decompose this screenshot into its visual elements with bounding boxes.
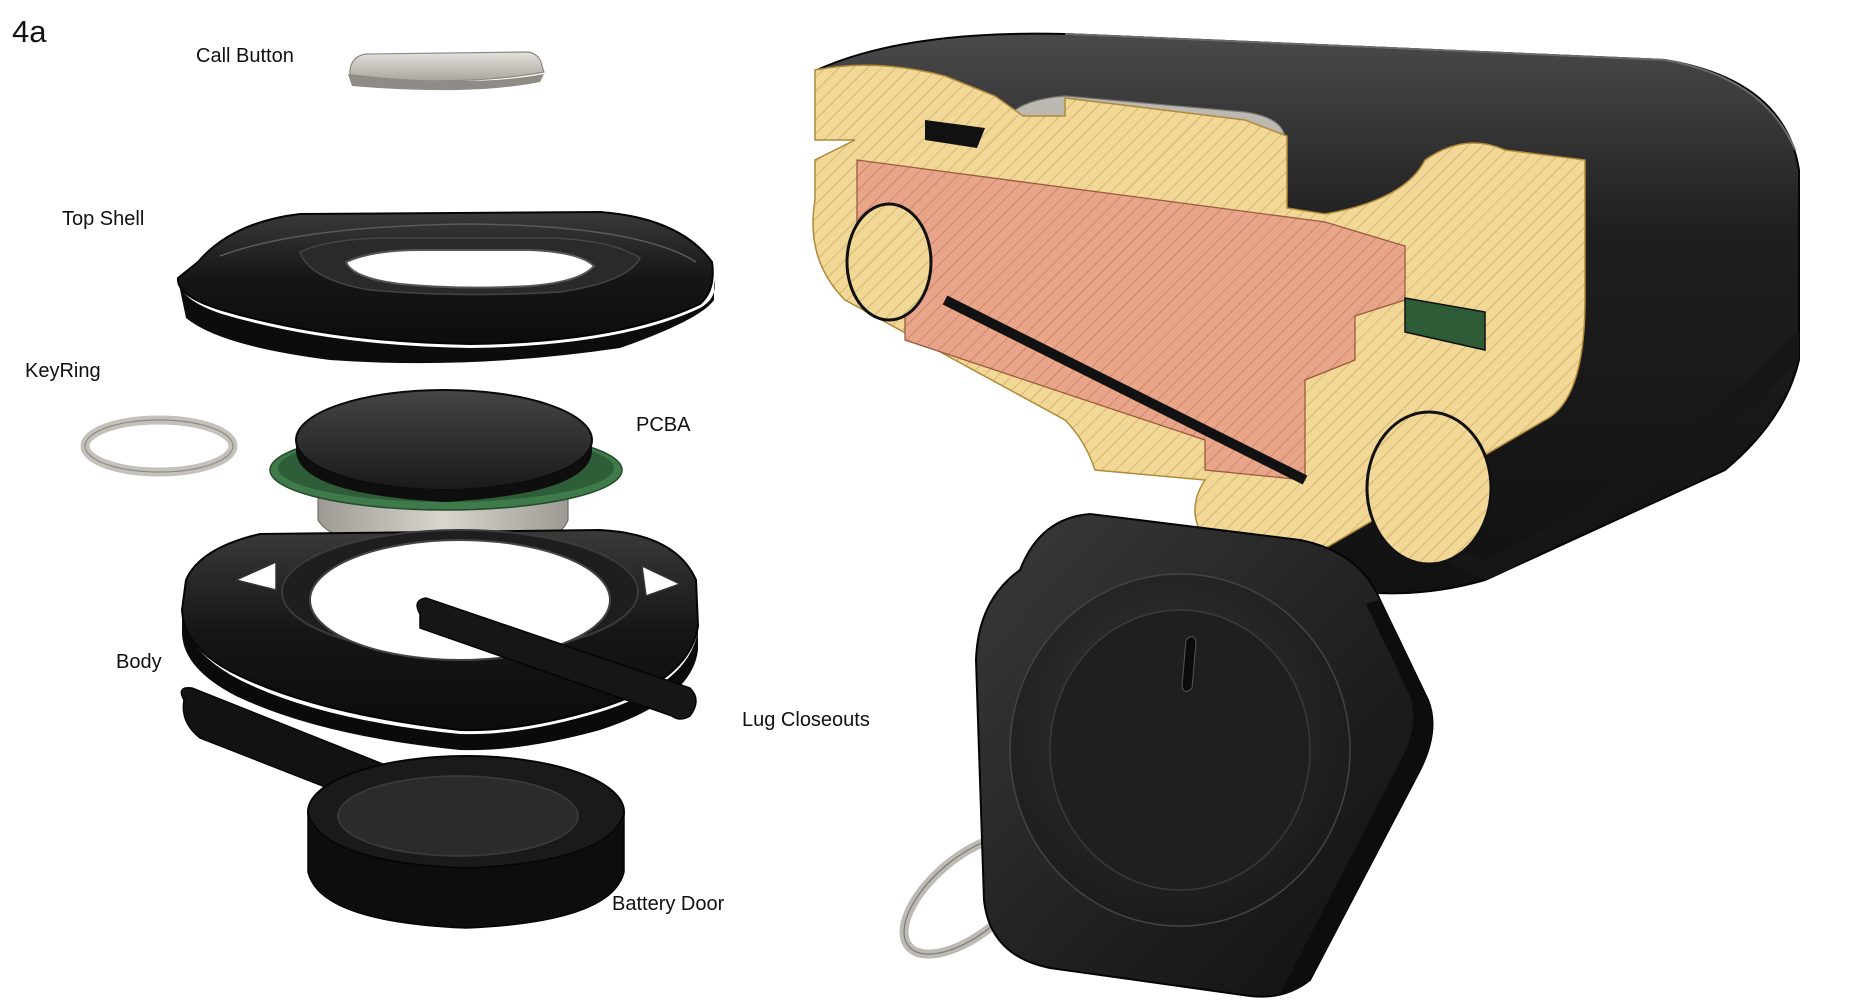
exploded-view [80,51,715,929]
battery-door-part [180,687,625,929]
label-top-shell: Top Shell [62,208,145,230]
top-shell-part [176,210,715,364]
label-pcba: PCBA [636,414,691,436]
figure-id: 4a [12,14,47,49]
body-part [180,528,700,751]
label-battery-door: Battery Door [612,893,725,915]
label-call-button: Call Button [196,45,294,67]
pcba-part [269,389,623,547]
call-button-part [348,51,545,91]
label-body: Body [116,651,162,673]
cross-section-view [812,32,1800,595]
label-keyring: KeyRing [25,360,101,382]
keyring-part [80,415,238,477]
assembled-render [899,512,1434,998]
label-lug-closeouts: Lug Closeouts [742,709,870,731]
